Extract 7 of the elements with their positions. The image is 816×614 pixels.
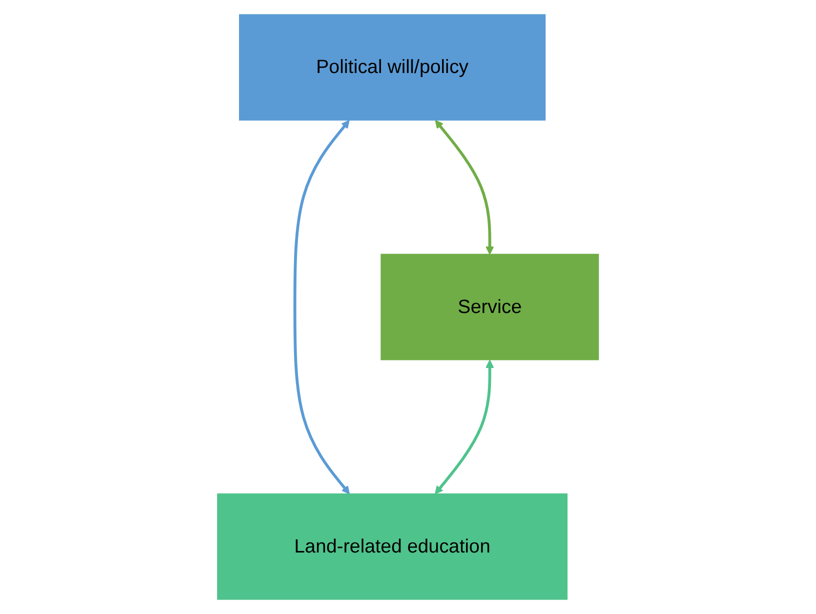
- arrow: [434, 360, 494, 494]
- node-box: [217, 493, 568, 600]
- arrow: [435, 120, 494, 255]
- node-box: [380, 254, 599, 360]
- arrow: [293, 120, 350, 494]
- diagram: Political will/policy Service Land-related education: [8, 7, 808, 607]
- node-box: [239, 14, 546, 121]
